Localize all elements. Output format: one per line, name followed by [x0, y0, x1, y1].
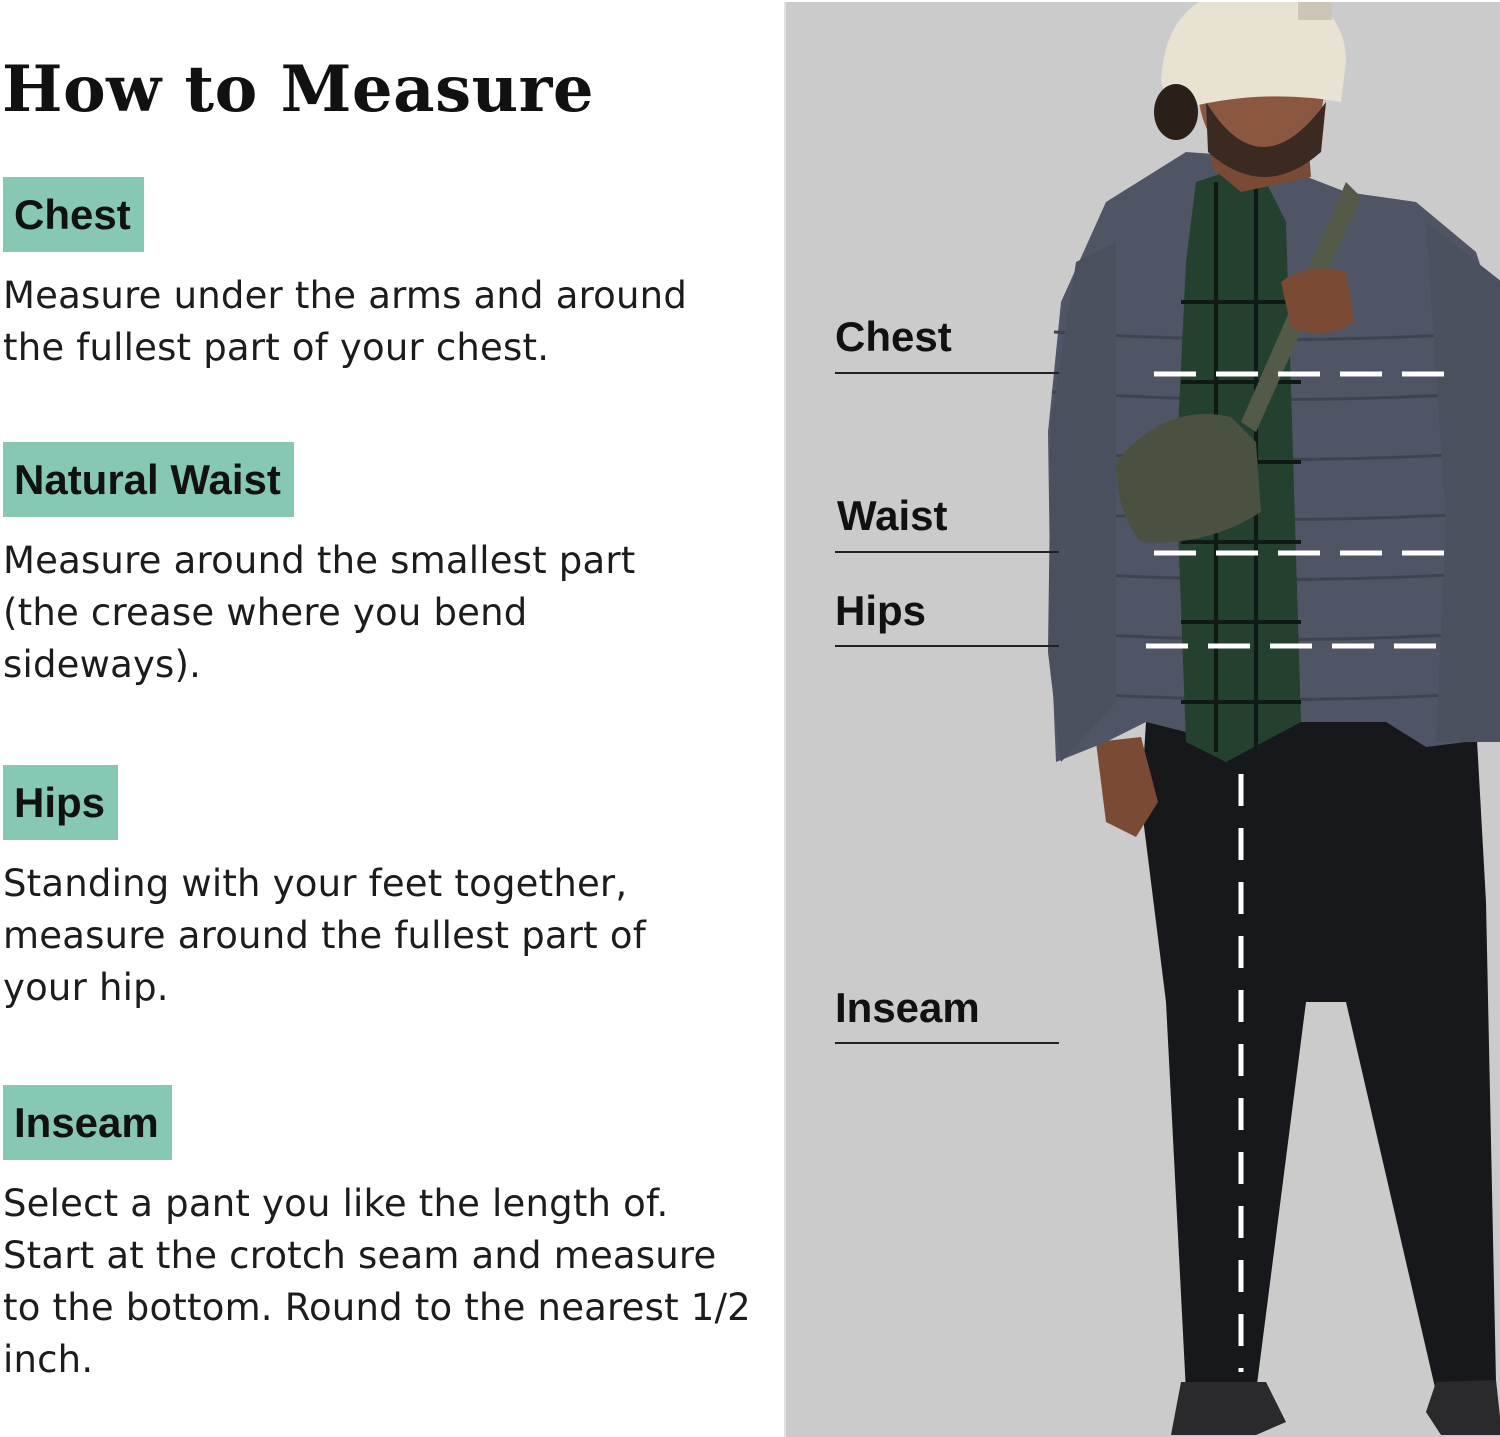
inseam-tag: Inseam [3, 1085, 172, 1160]
waist-underline [835, 551, 1059, 553]
section-natural-waist: Natural Waist Measure around the smalles… [0, 442, 760, 691]
chest-tag: Chest [3, 177, 144, 252]
person-in-puffer-jacket-illustration [1048, 2, 1500, 1435]
hips-underline [835, 645, 1059, 647]
natural-waist-description: Measure around the smallest part (the cr… [3, 539, 636, 686]
natural-waist-tag: Natural Waist [3, 442, 294, 517]
inseam-underline [835, 1042, 1059, 1044]
diagram-label-chest: Chest [835, 313, 952, 360]
section-chest: Chest Measure under the arms and around … [0, 177, 760, 374]
diagram-label-inseam: Inseam [835, 984, 980, 1031]
section-inseam: Inseam Select a pant you like the length… [0, 1085, 760, 1386]
chest-description: Measure under the arms and around the fu… [3, 274, 687, 369]
inseam-description: Select a pant you like the length of. St… [3, 1182, 751, 1381]
diagram-label-hips: Hips [835, 587, 927, 634]
model-photo-panel: Chest Waist Hips Inseam [784, 2, 1500, 1437]
section-hips: Hips Standing with your feet together, m… [0, 765, 760, 1014]
hips-tag: Hips [3, 765, 119, 840]
hips-description: Standing with your feet together, measur… [3, 862, 646, 1009]
diagram-label-waist: Waist [837, 492, 948, 539]
chest-underline [835, 372, 1059, 374]
page-title: How to Measure [2, 52, 595, 127]
